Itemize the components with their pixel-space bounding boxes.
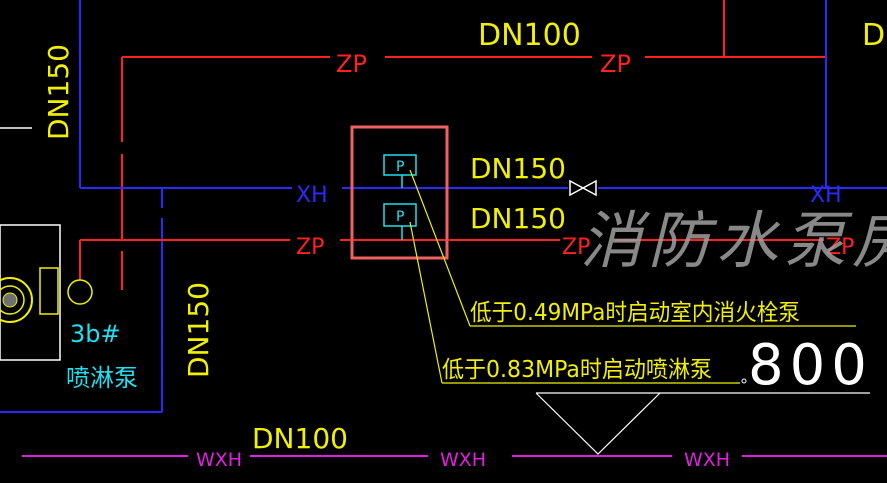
selection-highlight-box[interactable] bbox=[350, 125, 449, 260]
top-pipe-network bbox=[0, 0, 827, 290]
note-sprinkler-pump: 低于0.83MPa时启动喷淋泵 bbox=[442, 357, 712, 383]
leader-hydrant bbox=[409, 169, 471, 327]
pump-connector bbox=[39, 267, 59, 315]
pump-room-title: 消防水泵房 bbox=[580, 204, 887, 277]
pressure-gauge-upper: P bbox=[383, 154, 417, 188]
zp-main-pipe bbox=[79, 239, 824, 280]
dimension-point bbox=[741, 378, 747, 384]
dn150-upper-label: DN150 bbox=[470, 152, 566, 185]
zp-top-right-label: ZP bbox=[600, 50, 631, 78]
dn150-pump-vertical-label: DN150 bbox=[182, 282, 215, 378]
pump-name-label: 喷淋泵 bbox=[66, 364, 138, 392]
dn150-lower-label: DN150 bbox=[470, 202, 566, 235]
xh-main-pipe bbox=[0, 187, 887, 413]
note-leaders bbox=[409, 169, 856, 384]
zp-mid-left-label: ZP bbox=[296, 235, 324, 260]
zp-top-left-label: ZP bbox=[336, 50, 367, 78]
pump-number-label: 3b# bbox=[70, 320, 121, 348]
note-hydrant-pump: 低于0.49MPa时启动室内消火栓泵 bbox=[470, 300, 800, 326]
pump-flange-outer bbox=[0, 277, 33, 323]
pump-impeller bbox=[2, 292, 18, 308]
section-mark-triangle bbox=[535, 392, 661, 455]
wxh-mid-label: WXH bbox=[440, 449, 486, 471]
xh-left-label: XH bbox=[296, 183, 328, 208]
leader-sprinkler bbox=[409, 221, 443, 384]
zp-mid-right-label: ZP bbox=[826, 235, 854, 260]
pump-base bbox=[0, 224, 61, 361]
dn150-left-vertical-label: DN150 bbox=[42, 44, 75, 140]
wxh-right-label: WXH bbox=[684, 449, 730, 471]
check-valve-icon bbox=[67, 279, 93, 305]
gauge-symbol-lower: P bbox=[396, 209, 404, 225]
xh-right-label: XH bbox=[810, 183, 842, 208]
gate-valve-icon bbox=[569, 179, 597, 197]
dimension-800: 800 bbox=[748, 333, 873, 398]
wxh-left-label: WXH bbox=[196, 449, 242, 471]
sprinkler-pump-3b bbox=[0, 224, 93, 361]
gauge-symbol-upper: P bbox=[396, 159, 404, 175]
zp-mid-center-label: ZP bbox=[562, 235, 590, 260]
dn-top-right-label: DN bbox=[862, 18, 887, 53]
pump-flange-inner bbox=[0, 285, 25, 315]
dn100-top-label: DN100 bbox=[478, 18, 581, 53]
dn100-bottom-label: DN100 bbox=[252, 422, 348, 455]
pressure-gauge-lower: P bbox=[383, 203, 417, 240]
